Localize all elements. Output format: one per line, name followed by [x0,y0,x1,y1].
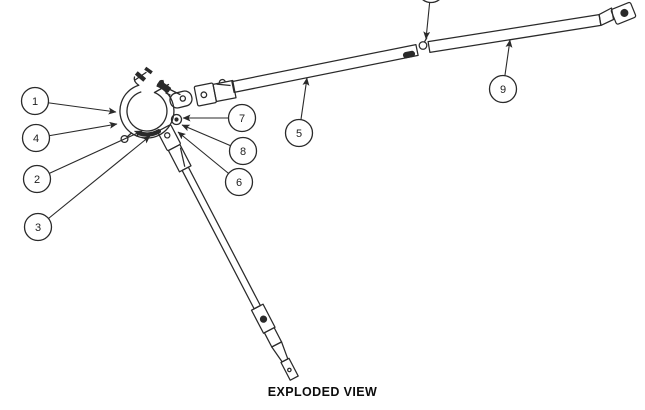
pole-right-neck [598,7,615,27]
rod-collar-chamfer [179,147,186,167]
callout-4: 4 [21,121,118,153]
balloon-circle [227,103,257,133]
pole-right-hole [620,8,629,17]
callout-7: 7 [182,103,257,133]
rod-end-hole [287,367,292,373]
adjustment-slot [402,50,416,59]
clamp-saddle [136,129,162,137]
leader-line [36,130,143,180]
callout-partial [422,0,440,40]
lower-rod-part [157,124,299,381]
balloon-circle [21,123,51,153]
upper-pole-assembly [193,1,637,107]
pole-left-hole [200,91,208,99]
callout-9: 9 [488,39,518,104]
balloon-circle [224,167,254,197]
bracket-hole [179,95,187,102]
washer [170,113,183,126]
clamp-loop [120,134,129,144]
locking-pin-ring [418,41,428,50]
callout-5: 5 [284,77,314,148]
balloon-number: 7 [239,113,245,125]
pole-left-end-fitting [193,78,237,107]
rod-lower-collar [263,327,283,348]
clamp-bolt-left-tip [144,66,153,75]
balloon-number: 2 [34,174,40,186]
clamp-band-inner [126,91,168,132]
callout-8: 8 [181,124,258,166]
balloon-number: 6 [236,177,242,189]
washer-center [174,117,179,122]
callout-1: 1 [20,86,117,116]
balloon-circle [488,74,518,104]
view-title: EXPLODED VIEW [267,385,378,399]
rod-top-hole [164,132,171,139]
leader-line [423,0,431,40]
rod-end-tip [280,357,299,381]
clamp-assembly [119,66,193,144]
pole-rear-tube [427,13,602,54]
balloon-number: 4 [33,133,39,145]
callout-6: 6 [177,131,254,197]
snap-button [218,78,226,84]
pole-left-collar [212,79,237,103]
balloon-number: 3 [35,222,41,234]
clamp-bolt-left [134,71,147,82]
hinge-bracket [169,90,193,109]
balloon-number: 8 [240,146,246,158]
balloon-number: 5 [296,128,302,140]
balloon-circle [228,136,258,166]
balloon-circle [22,164,52,194]
leader-line [37,135,151,228]
balloon-circle [422,0,440,4]
balloon-circle [284,118,314,148]
callouts-layer: 1 4 2 3 7 8 6 5 9 [20,0,518,242]
balloon-circle [23,212,53,242]
balloon-number: 9 [500,84,506,96]
pole-front-tube [231,43,419,94]
balloon-number: 1 [32,96,38,108]
rod-lower-hole [259,315,268,323]
callout-3: 3 [23,135,151,242]
callout-2: 2 [22,130,143,194]
pole-right-end-fitting [610,1,637,25]
balloon-circle [20,86,50,116]
